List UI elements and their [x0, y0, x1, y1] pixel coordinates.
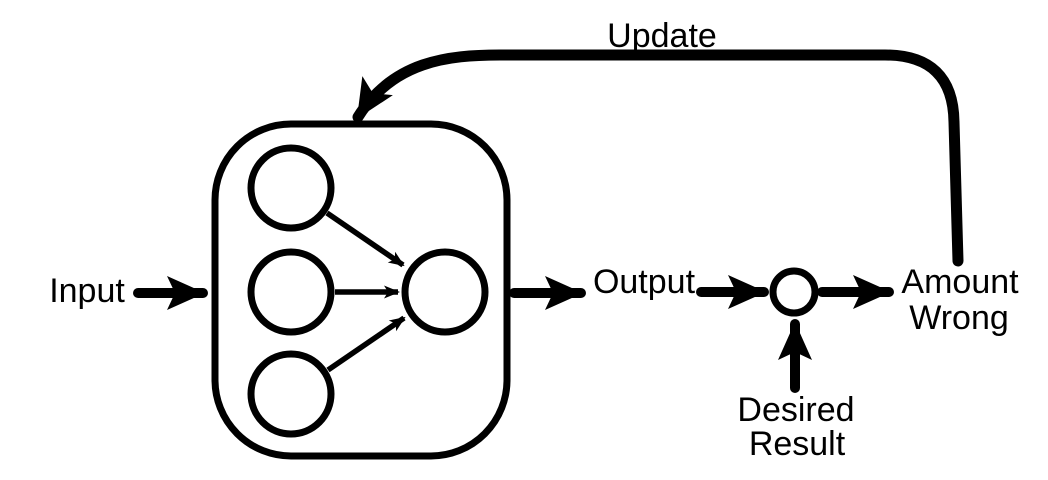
input-node-2 — [247, 248, 335, 336]
output-node — [401, 248, 489, 336]
amount-wrong-label-line2: Wrong — [909, 299, 1009, 337]
connection-arrow-1 — [325, 210, 405, 268]
update-feedback-arrow-icon — [352, 49, 964, 267]
error-comparison-node — [769, 267, 819, 317]
desired-result-label-line1: Desired — [737, 391, 854, 429]
input-node-1 — [247, 144, 335, 232]
desired-result-label-line2: Result — [749, 425, 846, 463]
input-node-3 — [247, 350, 335, 438]
connection-arrow-3 — [326, 315, 406, 373]
input-label: Input — [49, 272, 125, 310]
output-label: Output — [593, 263, 696, 301]
update-label: Update — [607, 17, 717, 55]
network-box — [211, 120, 511, 460]
amount-wrong-label-line1: Amount — [901, 263, 1019, 301]
